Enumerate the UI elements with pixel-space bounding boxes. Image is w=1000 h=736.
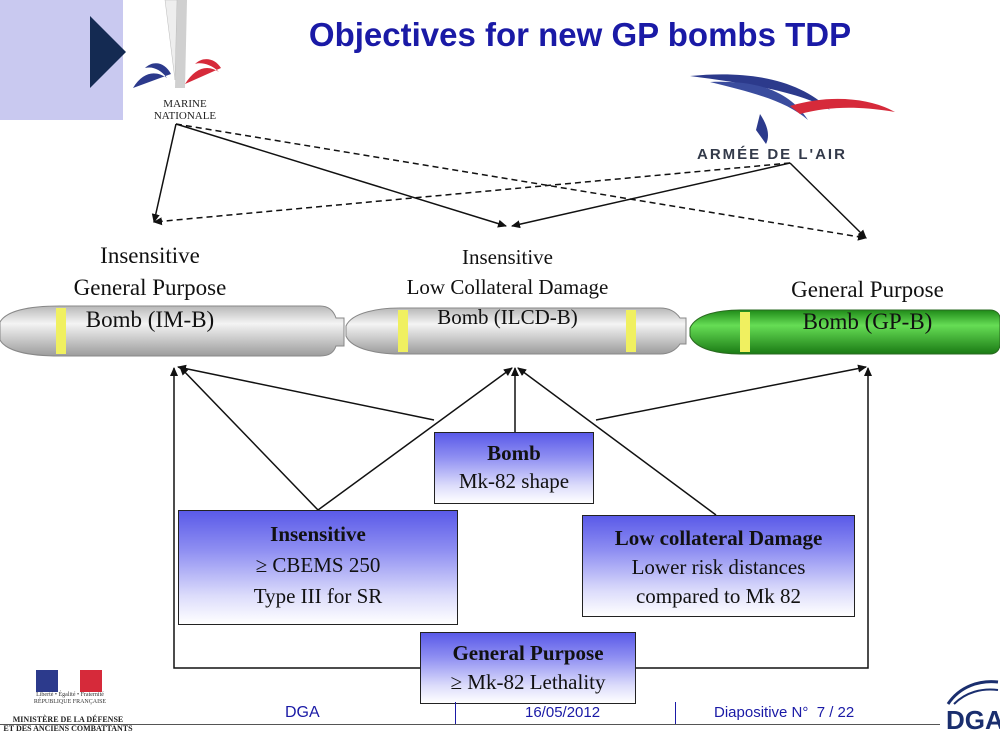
bomb-label-gp-b: General Purpose Bomb (GP-B) [791,277,944,334]
armee-de-lair-logo [690,74,895,144]
requirement-box-general-purpose: General Purpose ≥ Mk-82 Lethality [420,632,636,704]
arrow-armee-to-im [153,162,791,226]
armee-de-lair-text: ARMÉE DE L'AIR [697,146,847,163]
footer-separator [455,702,456,724]
footer-line [0,724,940,725]
bomb-ilcd-b [345,307,687,355]
box-line: compared to Mk 82 [635,584,802,608]
footer-org: DGA [285,704,320,721]
dga-logo-text: DGA [946,705,1000,735]
box-line: Lower risk distances [631,555,806,579]
republic-text: Liberté • Égalité • Fraternité RÉPUBLIQU… [33,692,107,705]
bomb-label-im-b: Insensitive General Purpose Bomb (IM-B) [73,243,227,332]
box-title: Insensitive [270,522,366,546]
requirement-box-low-collateral: Low collateral Damage Lower risk distanc… [582,515,855,617]
box-title: Low collateral Damage [614,526,823,550]
box-line: Mk-82 shape [458,469,570,493]
marine-nationale-logo [133,0,221,88]
arrow-marine-to-ilcd [175,123,507,228]
ministry-text: MINISTÈRE DE LA DÉFENSE ET DES ANCIENS C… [3,715,133,733]
box-line: ≥ Mk-82 Lethality [450,670,606,694]
arrow-insensitive-to-im [179,366,319,511]
play-arrow-icon [90,16,126,88]
requirement-box-insensitive: Insensitive ≥ CBEMS 250 Type III for SR [178,510,458,625]
marine-nationale-text: MARINE NATIONALE [153,98,217,122]
arrow-insensitive-to-ilcd [317,367,513,511]
footer-date: 16/05/2012 [525,704,601,721]
requirement-box-bomb: Bomb Mk-82 shape [434,432,594,504]
dga-emblem-icon [946,680,999,705]
bomb-im-b [0,305,345,357]
box-line: ≥ CBEMS 250 [255,553,381,577]
page-title: Objectives for new GP bombs TDP [308,16,852,53]
arrow-marine-to-gp [175,123,867,241]
arrow-bomb-to-gp [595,364,867,421]
arrow-armee-to-ilcd [511,162,791,229]
arrow-armee-to-gp [789,162,867,239]
box-line: Type III for SR [253,584,383,608]
french-flag-logo [36,670,102,692]
arrow-marine-to-im [151,123,177,223]
footer-slide-number: Diapositive N° 7 / 22 [714,704,855,721]
arrow-gp-to-gp [636,367,872,669]
bomb-shapes [0,305,1000,357]
arrow-gp-to-im [170,367,420,669]
box-title: Bomb [487,441,541,465]
arrow-lowcollateral-to-ilcd [517,367,717,516]
box-title: General Purpose [452,641,604,665]
footer-separator [675,702,676,724]
arrow-bomb-to-im [177,364,435,421]
bomb-gp-b [689,309,1000,355]
bomb-label-ilcd-b: Insensitive Low Collateral Damage Bomb (… [406,245,609,329]
